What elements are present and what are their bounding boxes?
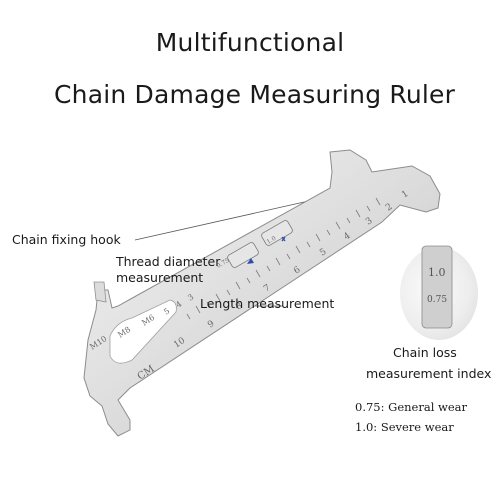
ruler-slot [109,299,177,364]
gauge-arrow-10 [281,236,286,242]
scale-number-4: 4 [342,231,352,243]
thread-size-4: 4 [174,299,183,309]
thread-size-3: 3 [186,292,195,302]
hook-tip [93,281,107,303]
scale-number-6: 6 [292,265,302,277]
scale-number-5: 5 [318,247,328,259]
label-length-measurement: Length measurement [200,296,335,311]
ruler-body [83,149,441,437]
scale-number-3: 3 [364,216,374,228]
gauge-arrow-075 [247,258,254,264]
zoom-mark-075: 0.75 [427,295,447,305]
scale-number-8: 8 [234,301,244,313]
label-wear-general: 0.75: General wear [355,400,468,414]
title-line-1: Multifunctional [155,28,345,57]
zoom-gauge-tab [421,245,453,329]
scale-number-2: 2 [384,202,394,214]
scale-number-7: 7 [262,283,272,295]
thread-size-5: 5 [162,306,171,316]
label-wear-severe: 1.0: Severe wear [355,420,454,434]
title-line-2: Chain Damage Measuring Ruler [54,80,456,109]
gauge-mark-10: 1.0 [266,235,278,246]
scale-number-9: 9 [206,319,216,331]
hook-leader-line [134,197,323,241]
label-chain-loss-line-2: measurement index [366,366,492,381]
label-thread-line-1: Thread diameter [116,254,221,269]
gauge-window-1 [227,242,259,268]
label-chain-loss-line-1: Chain loss [393,345,457,360]
zoom-mark-10: 1.0 [428,266,446,279]
scale-number-1: 1 [400,189,410,201]
label-chain-fixing-hook: Chain fixing hook [12,232,121,247]
gauge-window-2 [261,220,293,246]
scale-ticks [186,197,381,320]
label-thread-line-2: measurement [116,270,204,285]
